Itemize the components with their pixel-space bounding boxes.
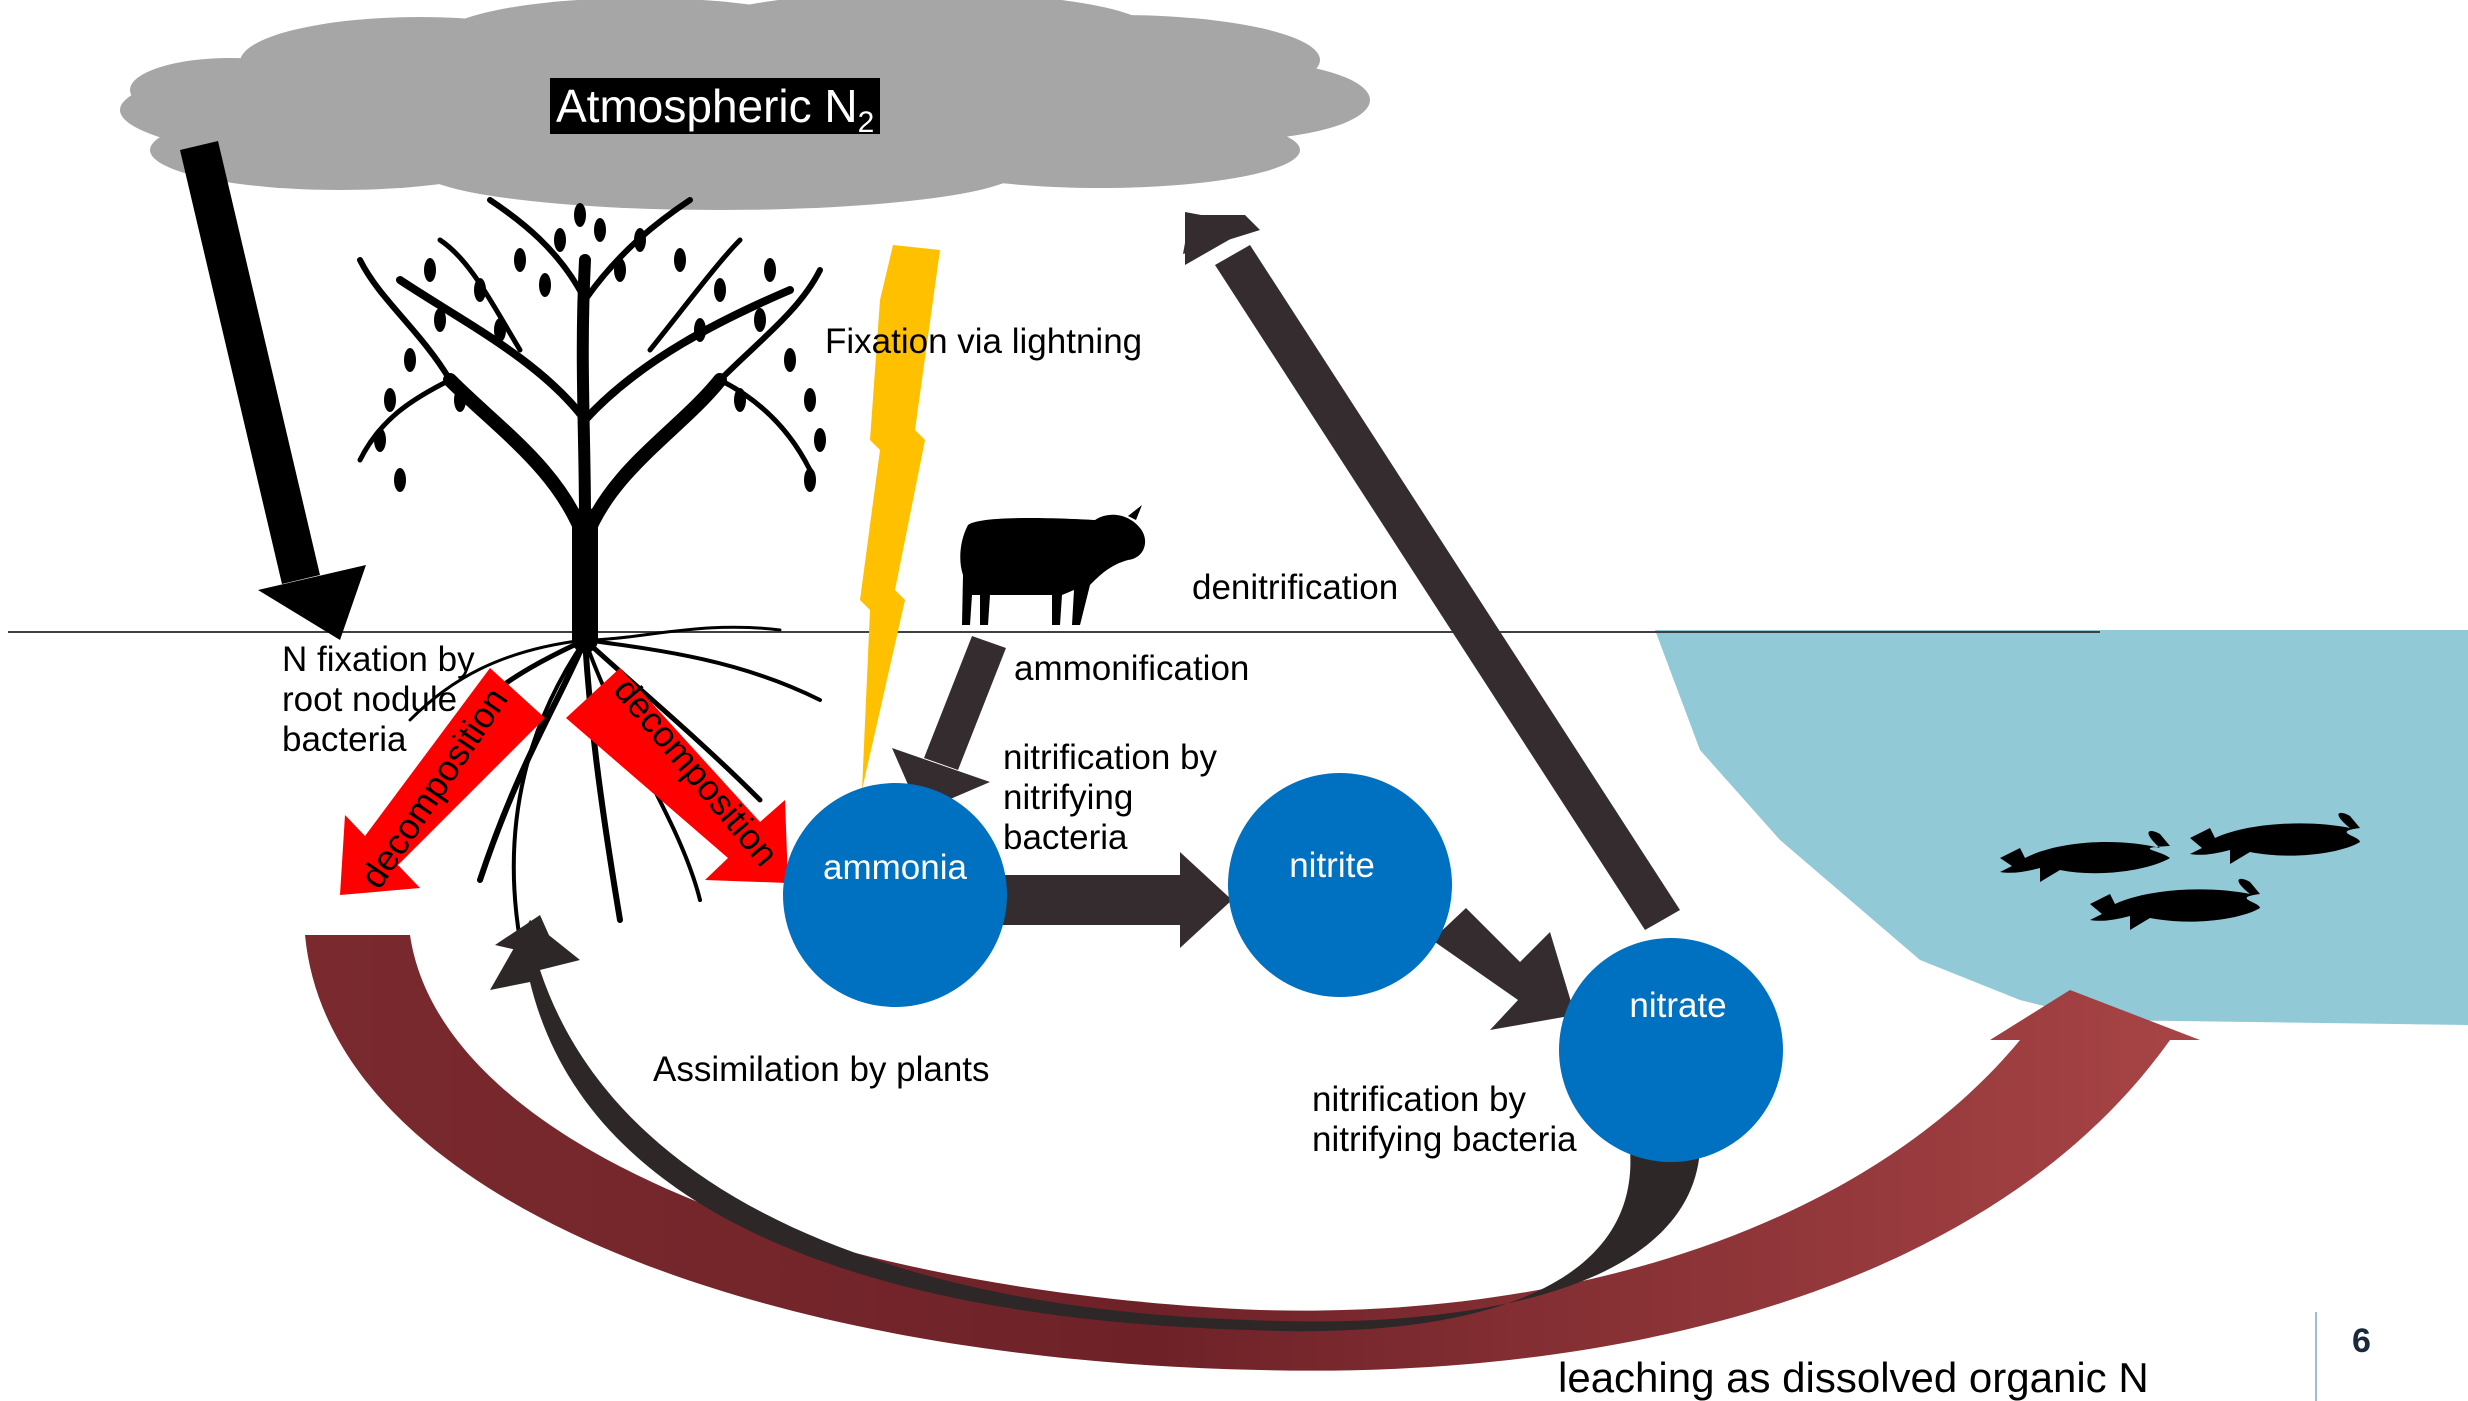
page-number: 6: [2352, 1322, 2371, 1361]
nitrate-label: nitrate: [1578, 986, 1778, 1026]
ammonification-label: ammonification: [1014, 649, 1249, 689]
leaching-label: leaching as dissolved organic N: [1558, 1355, 2149, 1401]
nitrate-node: [1559, 938, 1783, 1162]
fixation-arrow: [180, 141, 366, 640]
fixation-lightning-label: Fixation via lightning: [825, 322, 1142, 362]
leaching-arrow: [305, 935, 2200, 1371]
nitrification-label-1: nitrification by nitrifying bacteria: [1003, 738, 1217, 858]
denitrification-label: denitrification: [1192, 568, 1398, 608]
title-subscript: 2: [858, 106, 875, 139]
page-number-divider: [2315, 1312, 2317, 1401]
nitrite-label: nitrite: [1232, 846, 1432, 886]
nitrification-arrow-1: [996, 852, 1232, 948]
atmospheric-n2-title: Atmospheric N2: [550, 78, 880, 134]
nitrification-label-2: nitrification by nitrifying bacteria: [1312, 1080, 1577, 1160]
title-main: Atmospheric N: [556, 80, 858, 132]
assimilation-label: Assimilation by plants: [653, 1050, 990, 1090]
nitrification-arrow-2: [1432, 908, 1575, 1030]
ammonia-node: [783, 783, 1007, 1007]
cow-icon: [960, 505, 1145, 625]
ammonia-label: ammonia: [795, 848, 995, 888]
